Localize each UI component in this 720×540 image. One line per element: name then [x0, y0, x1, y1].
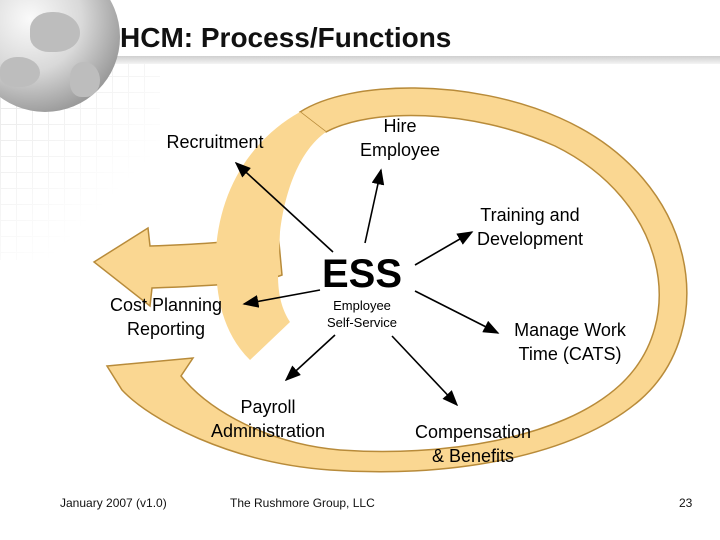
arrow-to-recruitment — [234, 161, 334, 253]
footer-date: January 2007 (v1.0) — [60, 496, 167, 510]
cycle-arrow-band — [105, 87, 688, 473]
title-underline-bar — [0, 56, 720, 64]
node-manage-work-time: Manage Work Time (CATS) — [514, 320, 626, 364]
arrow-to-training — [414, 231, 474, 266]
page-number: 23 — [679, 496, 693, 510]
node-payroll: Payroll Administration — [210, 397, 326, 441]
arrow-to-manage-work — [414, 290, 500, 334]
slide-title: HCM: Process/Functions — [120, 22, 452, 53]
arrow-to-payroll — [284, 334, 336, 382]
node-compensation: Compensation & Benefits — [414, 422, 532, 466]
node-cost-planning: Cost Planning Reporting — [109, 295, 223, 339]
ess-title: ESS — [322, 252, 403, 296]
arrow-to-cost — [242, 289, 321, 308]
node-recruitment: Recruitment — [166, 132, 264, 152]
arrow-to-compensation — [391, 335, 459, 407]
arrow-to-hire — [364, 168, 385, 244]
node-training-development: Training and Development — [476, 205, 584, 249]
ess-subtitle: Employee Self-Service — [326, 298, 398, 330]
node-hire-employee: Hire Employee — [359, 116, 441, 160]
footer-company: The Rushmore Group, LLC — [230, 496, 375, 510]
